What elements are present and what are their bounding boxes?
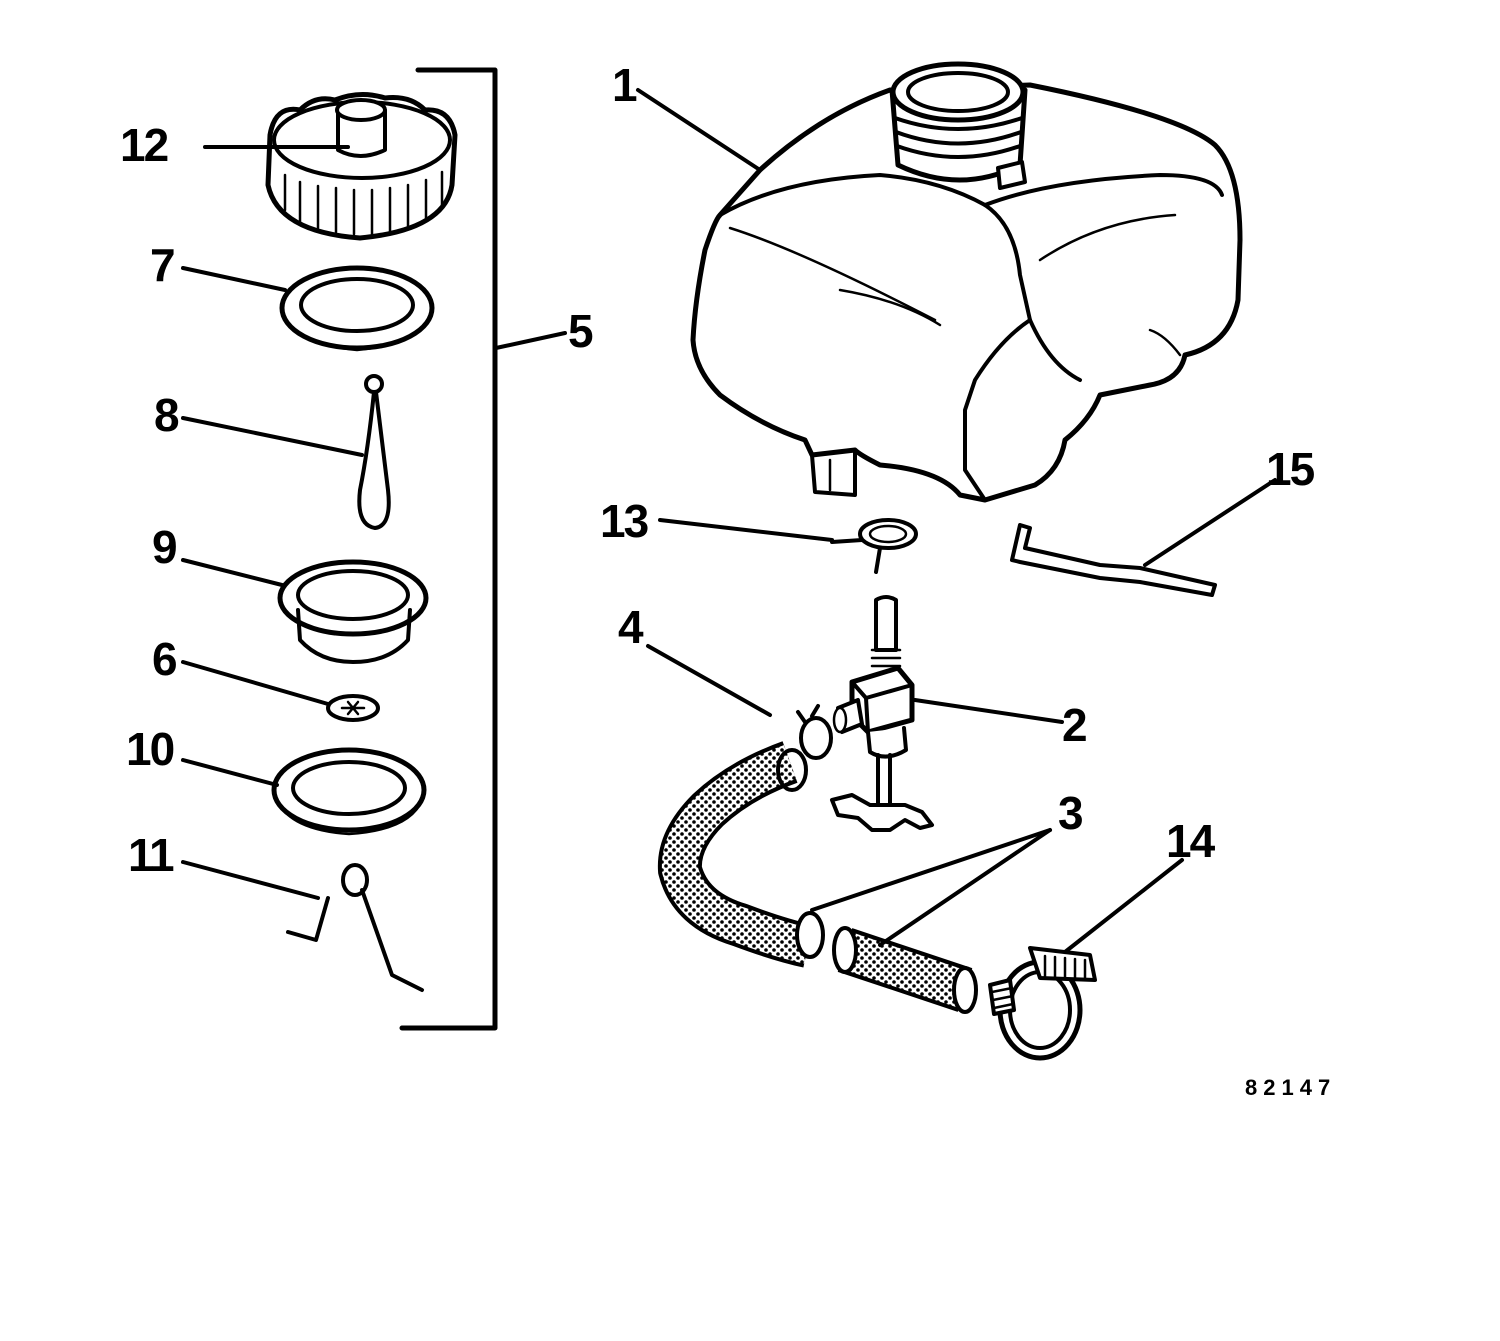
small-clamp-part xyxy=(796,704,833,760)
callout-2: 2 xyxy=(1062,699,1088,751)
filler-cap-part xyxy=(265,92,458,241)
figure-number: 82147 xyxy=(1245,1075,1337,1100)
callout-14: 14 xyxy=(1166,815,1215,867)
leader-lines xyxy=(181,88,1277,954)
callout-6: 6 xyxy=(152,633,178,685)
kit-bracket xyxy=(399,67,498,1031)
callout-10: 10 xyxy=(126,723,175,775)
callout-5: 5 xyxy=(568,305,594,357)
seal-ring-part xyxy=(271,747,427,836)
gasket-part xyxy=(279,265,435,352)
strap-part xyxy=(1010,523,1217,597)
callout-15: 15 xyxy=(1266,443,1315,495)
cord-part xyxy=(357,374,391,530)
callout-1: 1 xyxy=(612,59,638,111)
strainer-part xyxy=(277,559,429,664)
callout-12: 12 xyxy=(120,119,169,171)
fuel-tank-part xyxy=(690,61,1243,503)
callout-9: 9 xyxy=(152,521,178,573)
callout-3: 3 xyxy=(1058,787,1084,839)
retainer-part xyxy=(286,863,424,992)
fuel-hose-part xyxy=(657,741,978,1014)
callout-4: 4 xyxy=(618,601,644,653)
large-clamp-part xyxy=(988,946,1097,1061)
callout-8: 8 xyxy=(154,389,180,441)
callout-7: 7 xyxy=(150,239,176,291)
fuel-valve-part xyxy=(830,595,934,832)
spring-clip-part xyxy=(830,518,918,574)
callout-11: 11 xyxy=(128,829,175,881)
disc-part xyxy=(326,694,380,722)
callout-13: 13 xyxy=(600,495,649,547)
